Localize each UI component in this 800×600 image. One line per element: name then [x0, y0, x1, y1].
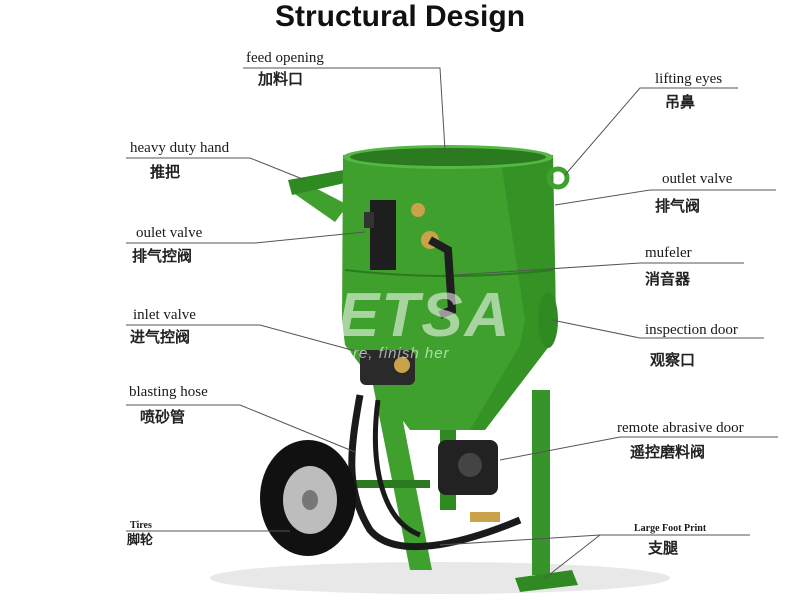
- label-heavy-duty-hand-en: heavy duty hand: [130, 140, 230, 156]
- watermark-slogan: rt here, finish her: [318, 345, 450, 362]
- axle: [300, 480, 430, 488]
- blasting-hose-line: [348, 394, 522, 551]
- label-tires-zh: 脚轮: [127, 533, 154, 548]
- label-blasting-hose-zh: 喷砂管: [140, 408, 186, 426]
- label-mufeler-zh: 消音器: [645, 270, 691, 288]
- leader-outlet-valve-right: [554, 189, 776, 206]
- valve-knob: [364, 212, 374, 228]
- leader-heavy-duty-hand: [126, 157, 306, 181]
- inlet-brass: [394, 357, 410, 373]
- label-mufeler-en: mufeler: [645, 245, 692, 261]
- foot-pad: [515, 570, 578, 592]
- leader-lifting-eyes: [564, 87, 738, 176]
- blasting-hose-line-2: [372, 399, 421, 538]
- leader-mufeler: [454, 262, 744, 276]
- page-title: Structural Design: [274, 0, 526, 33]
- label-inlet-valve-zh: 进气控阀: [130, 328, 191, 346]
- leader-lines: [126, 67, 778, 579]
- muffler-pipe: [428, 236, 457, 319]
- wheel-hub: [302, 490, 318, 510]
- label-oulet-valve-left-en: oulet valve: [136, 225, 203, 241]
- label-lifting-eyes-zh: 吊鼻: [665, 93, 696, 111]
- push-handle-bar: [288, 168, 358, 195]
- tank-shade: [470, 155, 556, 430]
- label-inspection-door-zh: 观察口: [650, 351, 696, 369]
- label-feed-opening-zh: 加料口: [258, 70, 304, 88]
- feed-opening-mouth: [350, 148, 546, 166]
- hose-coupling: [470, 512, 500, 522]
- label-remote-abrasive-door-en: remote abrasive door: [617, 420, 744, 436]
- leader-oulet-valve-left: [126, 231, 366, 244]
- brass-fitting-top: [411, 203, 425, 217]
- label-oulet-valve-left-zh: 排气控阀: [132, 247, 193, 265]
- leader-blasting-hose: [126, 404, 356, 453]
- label-large-foot-print-zh: 支腿: [648, 539, 679, 557]
- floor-shadow: [210, 562, 670, 594]
- label-heavy-duty-hand-zh: 推把: [150, 163, 181, 181]
- inspection-door: [538, 292, 558, 348]
- watermark: ETSA: [338, 281, 512, 350]
- label-outlet-valve-right-zh: 排气阀: [655, 197, 701, 215]
- label-lifting-eyes-en: lifting eyes: [655, 71, 723, 87]
- label-tires-en: Tires: [130, 520, 152, 531]
- abrasive-gauge: [458, 453, 482, 477]
- label-feed-opening-en: feed opening: [246, 50, 324, 66]
- leader-remote-abrasive-door: [499, 436, 778, 461]
- leader-feed-opening: [243, 67, 446, 151]
- label-inspection-door-en: inspection door: [645, 322, 738, 338]
- oulet-valve-body: [370, 200, 396, 270]
- label-large-foot-print-en: Large Foot Print: [634, 523, 707, 534]
- front-leg-right: [532, 390, 550, 575]
- label-blasting-hose-en: blasting hose: [129, 384, 208, 400]
- leader-inlet-valve: [126, 324, 371, 356]
- label-outlet-valve-right-en: outlet valve: [662, 171, 733, 187]
- leader-foot-print-b: [544, 534, 601, 579]
- lifting-eye: [546, 166, 570, 190]
- label-inlet-valve-en: inlet valve: [133, 307, 196, 323]
- label-remote-abrasive-door-zh: 遥控磨料阀: [630, 443, 706, 461]
- front-leg-left: [372, 380, 432, 570]
- leader-inspection-door: [551, 319, 764, 339]
